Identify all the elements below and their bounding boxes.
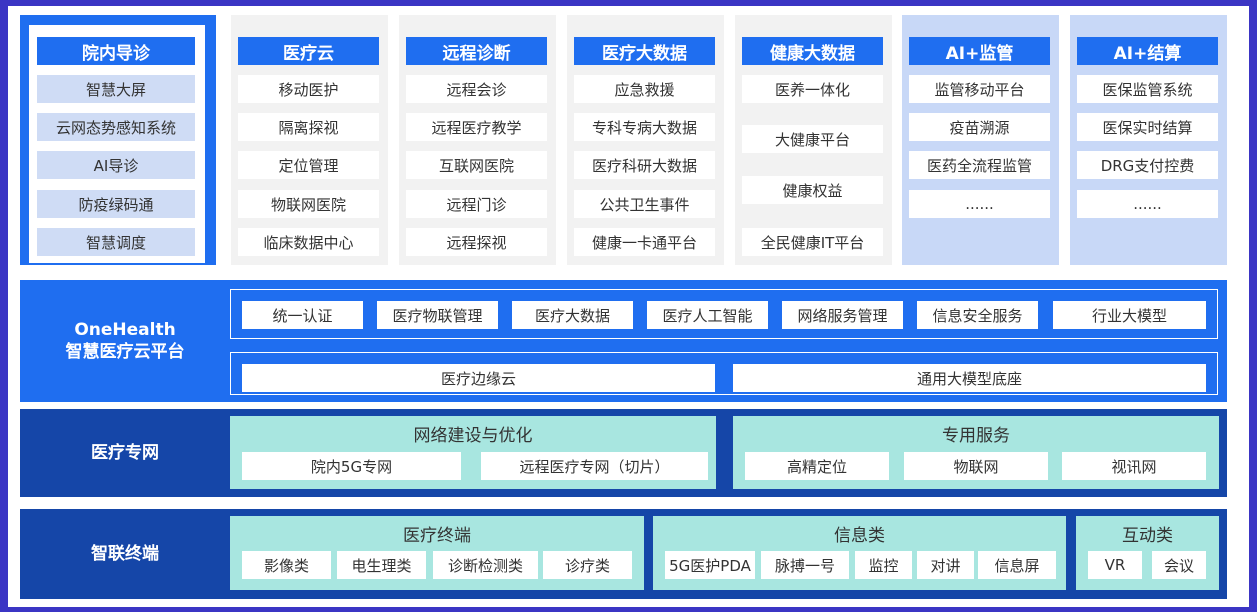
platform-label-line1: OneHealth <box>74 320 176 340</box>
column-item: 远程门诊 <box>406 190 547 218</box>
platform-service: 医疗大数据 <box>512 301 633 329</box>
platform-label: OneHealth 智慧医疗云平台 <box>20 280 230 402</box>
terminal-group-title: 信息类 <box>834 525 885 546</box>
terminal-label: 智联终端 <box>91 544 159 564</box>
column-item: 健康权益 <box>742 176 883 204</box>
column-item: 公共卫生事件 <box>574 190 715 218</box>
column-item: 医保实时结算 <box>1077 113 1218 141</box>
column-item: 监管移动平台 <box>909 75 1050 103</box>
column-item: 远程医疗教学 <box>406 113 547 141</box>
yuannei-title: 院内导诊 <box>37 37 195 65</box>
yuannei-item: AI导诊 <box>37 151 195 179</box>
column-item: 互联网医院 <box>406 151 547 179</box>
terminal-item: 诊疗类 <box>543 551 632 579</box>
yuannei-item: 防疫绿码通 <box>37 190 195 218</box>
terminal-item: 诊断检测类 <box>433 551 538 579</box>
terminal-item: 电生理类 <box>337 551 426 579</box>
column-item: 医保监管系统 <box>1077 75 1218 103</box>
terminal-item: VR <box>1088 551 1142 579</box>
column-item: ...... <box>909 190 1050 218</box>
column-item: 大健康平台 <box>742 125 883 153</box>
column-item: 移动医护 <box>238 75 379 103</box>
column-item: 远程会诊 <box>406 75 547 103</box>
platform-row2-box <box>230 352 1218 395</box>
yuannei-item: 云网态势感知系统 <box>37 113 195 141</box>
terminal-item: 影像类 <box>242 551 331 579</box>
column-item: 隔离探视 <box>238 113 379 141</box>
column-item: DRG支付控费 <box>1077 151 1218 179</box>
column-item: 医药全流程监管 <box>909 151 1050 179</box>
column-title: AI+结算 <box>1077 37 1218 65</box>
terminal-item: 信息屏 <box>978 551 1056 579</box>
column-item: 健康一卡通平台 <box>574 228 715 256</box>
terminal-group-title: 医疗终端 <box>403 525 471 546</box>
network-group-title: 网络建设与优化 <box>413 425 533 446</box>
column-title: 远程诊断 <box>406 37 547 65</box>
column-item: 定位管理 <box>238 151 379 179</box>
yuannei-item: 智慧调度 <box>37 228 195 256</box>
column-item: 应急救援 <box>574 75 715 103</box>
column-item: 远程探视 <box>406 228 547 256</box>
platform-service: 行业大模型 <box>1053 301 1206 329</box>
column-item: 全民健康IT平台 <box>742 228 883 256</box>
terminal-item: 对讲 <box>917 551 974 579</box>
network-item: 物联网 <box>904 452 1048 480</box>
platform-label-line2: 智慧医疗云平台 <box>65 342 185 362</box>
platform-base: 通用大模型底座 <box>733 364 1206 392</box>
terminal-item: 5G医护PDA <box>665 551 755 579</box>
terminal-item: 会议 <box>1152 551 1206 579</box>
column-title: 医疗云 <box>238 37 379 65</box>
terminal-group-title: 互动类 <box>1122 525 1173 546</box>
column-item: 医养一体化 <box>742 75 883 103</box>
column-item: 医疗科研大数据 <box>574 151 715 179</box>
platform-service: 网络服务管理 <box>782 301 903 329</box>
network-item: 远程医疗专网（切片） <box>481 452 708 480</box>
yuannei-item: 智慧大屏 <box>37 75 195 103</box>
platform-service: 医疗人工智能 <box>647 301 768 329</box>
column-item: 专科专病大数据 <box>574 113 715 141</box>
platform-service: 医疗物联管理 <box>377 301 498 329</box>
column-item: ...... <box>1077 190 1218 218</box>
platform-base: 医疗边缘云 <box>242 364 715 392</box>
column-item: 疫苗溯源 <box>909 113 1050 141</box>
column-title: 医疗大数据 <box>574 37 715 65</box>
platform-service: 统一认证 <box>242 301 363 329</box>
architecture-diagram: 院内导诊 智慧大屏 云网态势感知系统 AI导诊 防疫绿码通 智慧调度 医疗云 移… <box>8 6 1249 607</box>
column-title: 健康大数据 <box>742 37 883 65</box>
network-group-title: 专用服务 <box>942 425 1010 446</box>
column-title: AI+监管 <box>909 37 1050 65</box>
platform-row1-box <box>230 289 1218 339</box>
network-item: 视讯网 <box>1062 452 1206 480</box>
platform-service: 信息安全服务 <box>917 301 1038 329</box>
network-item: 高精定位 <box>745 452 889 480</box>
network-label: 医疗专网 <box>91 443 159 463</box>
terminal-item: 脉搏一号 <box>761 551 849 579</box>
network-item: 院内5G专网 <box>242 452 461 480</box>
terminal-item: 监控 <box>855 551 912 579</box>
column-item: 物联网医院 <box>238 190 379 218</box>
column-item: 临床数据中心 <box>238 228 379 256</box>
